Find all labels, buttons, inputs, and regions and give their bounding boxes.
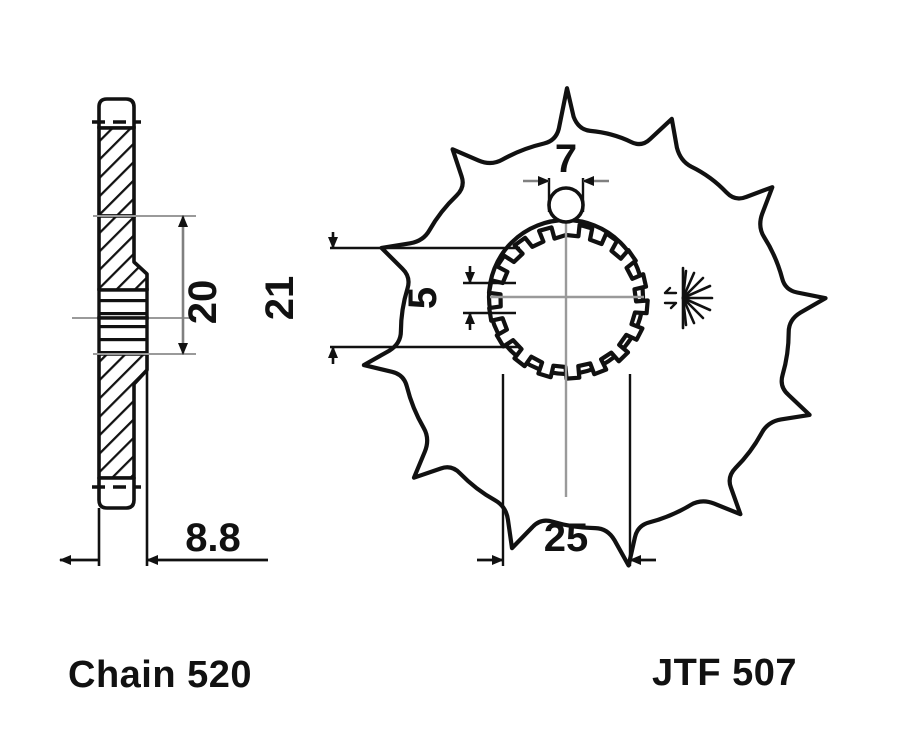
spline-surface-symbol xyxy=(663,266,714,330)
dimension-value-88: 8.8 xyxy=(185,516,241,560)
side-tooth-tip-bottom xyxy=(97,476,136,510)
side-spline-land-upper xyxy=(97,288,149,320)
dimension-value-21: 21 xyxy=(258,276,302,321)
splined-bore xyxy=(486,222,650,381)
front-face-view: 7 21 5 xyxy=(258,86,828,568)
side-web-lower-section xyxy=(97,352,149,480)
dimension-value-25: 25 xyxy=(544,516,589,560)
dimension-value-5: 5 xyxy=(401,287,445,309)
oil-hole xyxy=(547,186,585,224)
part-number-label: JTF 507 xyxy=(652,652,798,694)
dimension-value-20: 20 xyxy=(181,280,225,325)
side-spline-land-lower xyxy=(97,316,149,356)
side-rim-upper-section xyxy=(97,126,136,218)
dimension-value-7: 7 xyxy=(555,137,577,181)
side-section-view: 20 8.8 xyxy=(59,97,268,566)
chain-size-label: Chain 520 xyxy=(68,654,253,696)
side-web-upper-section xyxy=(97,214,149,292)
